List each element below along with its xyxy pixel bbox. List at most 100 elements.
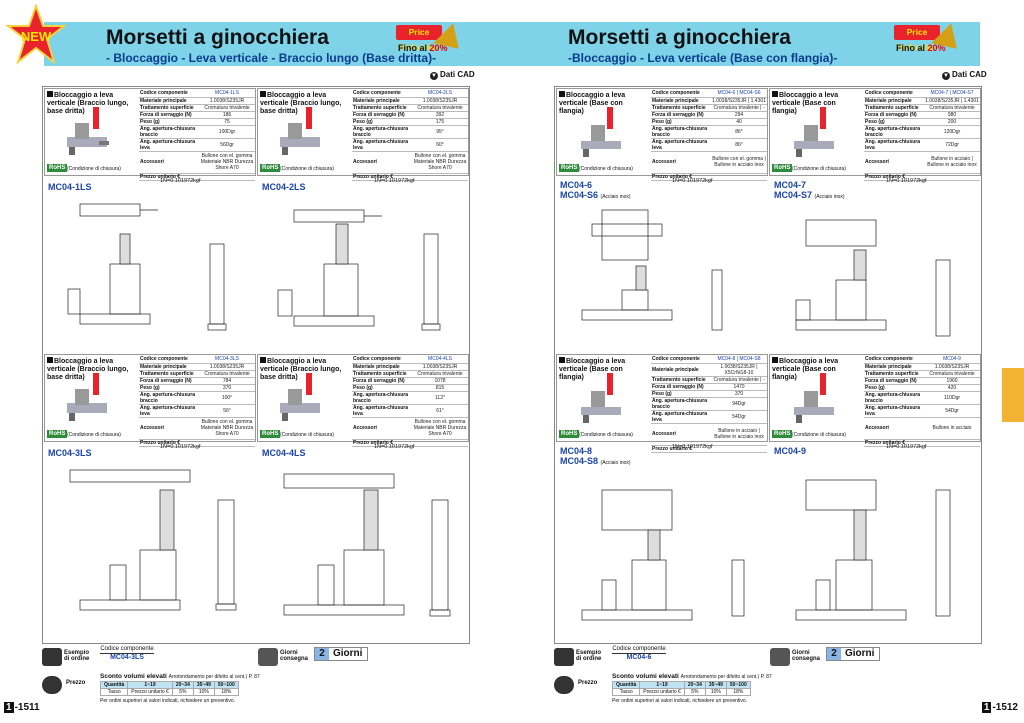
example-code: MC04-3LS (100, 653, 154, 661)
order-example-label: Esempio di ordine (576, 650, 602, 662)
model-name: MC04-3LS (48, 448, 92, 458)
product-heading: Bloccaggio a leva verticale (Braccio lun… (260, 91, 345, 116)
conversion-note: 1N=0.101972kgf (160, 178, 201, 184)
cad-link[interactable]: ▼Dati CAD (430, 70, 475, 80)
page-number: 1-1511 (4, 702, 40, 713)
price-reduction-badge: Price Reduction Fino al 20% (894, 23, 967, 63)
conversion-note: 1N=0.101972kgf (160, 444, 201, 450)
section-tab[interactable] (1002, 368, 1024, 422)
delivery-days: 2 (827, 648, 841, 660)
cad-label: Dati CAD (440, 70, 475, 79)
product-heading: Bloccaggio a leva verticale (Base con fl… (772, 91, 857, 116)
clamp-photo (67, 373, 107, 421)
code-header: Codice componente (100, 646, 154, 652)
delivery-days-box: 2 Giorni (314, 647, 368, 661)
more-note: Per ordini superiori ai valori indicati,… (100, 698, 236, 704)
technical-drawing-3ls (69, 469, 237, 611)
product-card-4: Bloccaggio a leva verticale (Braccio lun… (257, 354, 469, 447)
cad-label: Dati CAD (952, 70, 987, 79)
technical-drawing-1ls (67, 203, 227, 331)
cad-icon: ▼ (430, 72, 438, 80)
more-note: Per ordini superiori ai valori indicati,… (612, 698, 748, 704)
cad-link[interactable]: ▼Dati CAD (942, 70, 987, 80)
clamp-photo (794, 373, 834, 423)
product-card-3: Bloccaggio a leva verticale (Base con fl… (556, 354, 768, 453)
truck-icon (258, 648, 278, 666)
price-reduction-badge: Price Reduction Fino al 20% (396, 23, 469, 63)
right-page: Morsetti a ginocchiera -Bloccaggio - Lev… (512, 0, 1024, 723)
truck-icon (770, 648, 790, 666)
technical-drawing-9 (795, 479, 951, 621)
example-code-box: Codice componente MC04-6 (612, 646, 666, 661)
delivery-days-label: Giorni (845, 648, 875, 659)
product-heading: Bloccaggio a leva verticale (Braccio lun… (47, 357, 132, 382)
product-card-3: Bloccaggio a leva verticale (Braccio lun… (44, 354, 256, 447)
rohs-badge: RoHS (559, 164, 580, 172)
price-reduction-label: Price Reduction (894, 25, 940, 52)
product-heading: Bloccaggio a leva verticale (Braccio lun… (260, 357, 345, 382)
discount-note: Arrotondamento per difetto al cent.) P. … (680, 674, 772, 680)
code-header: Codice componente (612, 646, 666, 652)
model-name: MC04-1LS (48, 182, 92, 192)
product-card-1: Bloccaggio a leva verticale (Braccio lun… (44, 88, 256, 181)
conversion-note: 1N=0.101972kgf (672, 178, 713, 184)
clamp-photo (794, 107, 834, 157)
condition-label: (Condizione di chiusura) (67, 166, 121, 172)
delivery-label: Giorni consegna (792, 650, 821, 662)
clamp-photo (280, 107, 320, 155)
delivery-days: 2 (315, 648, 329, 660)
product-card-1: Bloccaggio a leva verticale (Base con fl… (556, 88, 768, 181)
rohs-badge: RoHS (772, 164, 793, 172)
euro-icon (42, 676, 62, 694)
condition-label: (Condizione di chiusura) (280, 166, 334, 172)
page-subtitle: - Bloccaggio - Leva verticale - Braccio … (106, 51, 437, 65)
product-card-4: Bloccaggio a leva verticale (Base con fl… (769, 354, 981, 447)
rohs-badge: RoHS (260, 164, 281, 172)
euro-icon (554, 676, 574, 694)
clamp-photo (67, 107, 109, 155)
condition-label: (Condizione di chiusura) (792, 166, 846, 172)
technical-drawing-8 (581, 489, 745, 621)
cad-icon: ▼ (942, 72, 950, 80)
rohs-badge: RoHS (47, 430, 68, 438)
clamp-photo (581, 107, 621, 157)
product-heading: Bloccaggio a leva verticale (Braccio lun… (47, 91, 132, 116)
rohs-badge: RoHS (260, 430, 281, 438)
product-card-2: Bloccaggio a leva verticale (Braccio lun… (257, 88, 469, 181)
rohs-badge: RoHS (47, 164, 68, 172)
page-number: 1-1512 (981, 702, 1018, 713)
conversion-note: 1N=0.101972kgf (886, 178, 927, 184)
delivery-days-box: 2 Giorni (826, 647, 880, 661)
discount-block: Sconto volumi elevati Arrotondamento per… (99, 673, 260, 704)
rohs-badge: RoHS (772, 430, 793, 438)
technical-drawing-2ls (277, 209, 441, 331)
order-example-icon (554, 648, 574, 666)
condition-label: (Condizione di chiusura) (280, 432, 334, 438)
product-heading: Bloccaggio a leva verticale (Base con fl… (772, 357, 857, 382)
conversion-note: 1N=0.101972kgf (374, 444, 415, 450)
product-heading: Bloccaggio a leva verticale (Base con fl… (559, 91, 644, 116)
model-name: MC04-2LS (262, 182, 306, 192)
conversion-note: 1N=0.101972kgf (374, 178, 415, 184)
example-code-box: Codice componente MC04-3LS (100, 646, 154, 661)
technical-drawing-7 (795, 219, 951, 337)
fino-label: Fino al 20% (896, 43, 946, 53)
clamp-photo (280, 373, 320, 421)
conversion-note: 1N=0.101972kgf (672, 444, 713, 450)
condition-label: (Condizione di chiusura) (579, 166, 633, 172)
product-card-2: Bloccaggio a leva verticale (Base con fl… (769, 88, 981, 181)
fino-label: Fino al 20% (398, 43, 448, 53)
model-name: MC04-4LS (262, 448, 306, 458)
